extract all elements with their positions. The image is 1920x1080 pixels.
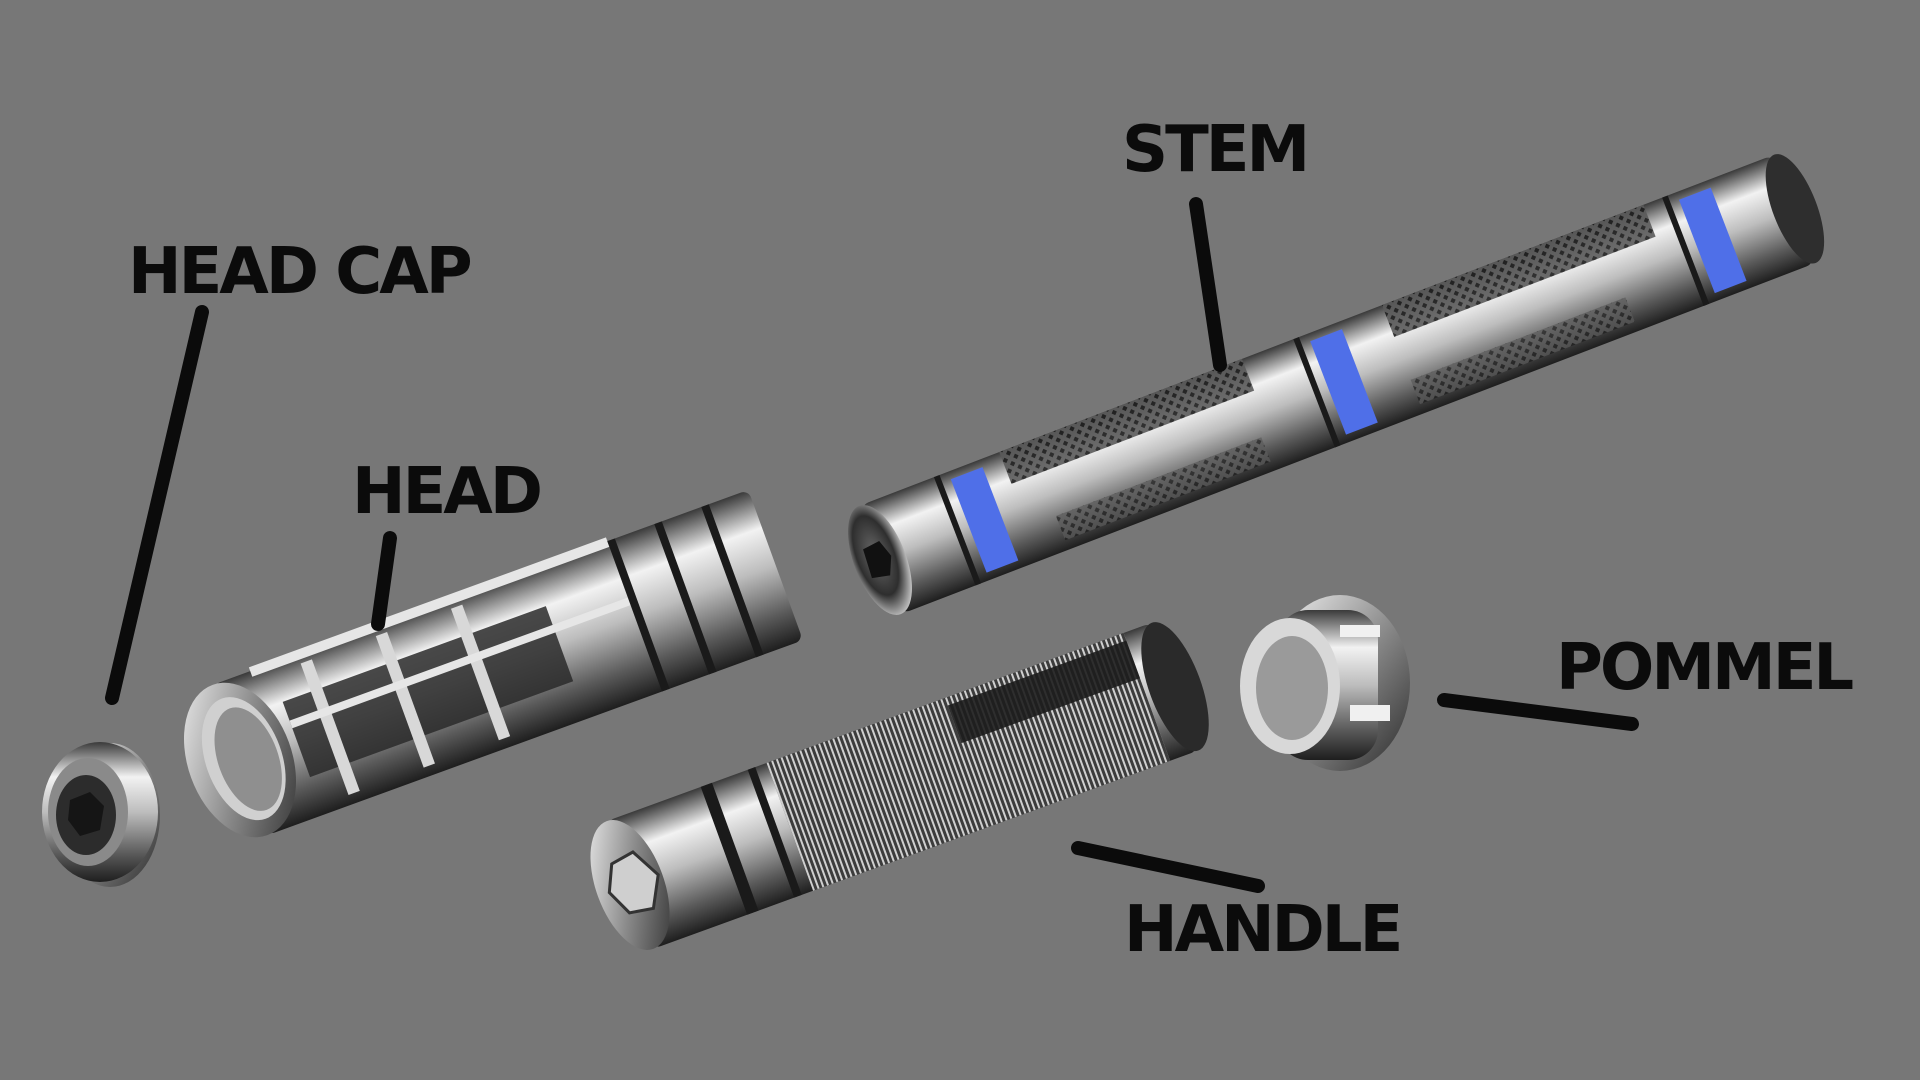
stem-part xyxy=(848,154,1825,615)
stem-blue-ring-3 xyxy=(1678,187,1747,294)
head-cap-leader-line xyxy=(105,305,209,705)
stem-blue-ring-2 xyxy=(1310,329,1378,435)
head-label: HEAD xyxy=(352,455,543,529)
pommel-part xyxy=(1240,595,1410,771)
pommel-label: POMMEL xyxy=(1556,631,1854,705)
head-cap-part xyxy=(42,742,160,887)
head-part xyxy=(183,492,801,838)
stem-blue-ring-1 xyxy=(950,467,1019,573)
pommel-leader-line xyxy=(1437,693,1639,731)
handle-leader-line xyxy=(1071,841,1265,893)
stem-label: STEM xyxy=(1122,113,1310,187)
head-leader-line xyxy=(371,531,397,631)
stem-leader-line xyxy=(1189,197,1227,372)
head-cap-label: HEAD CAP xyxy=(128,235,473,309)
handle-part xyxy=(590,622,1209,950)
handle-label: HANDLE xyxy=(1124,893,1403,967)
